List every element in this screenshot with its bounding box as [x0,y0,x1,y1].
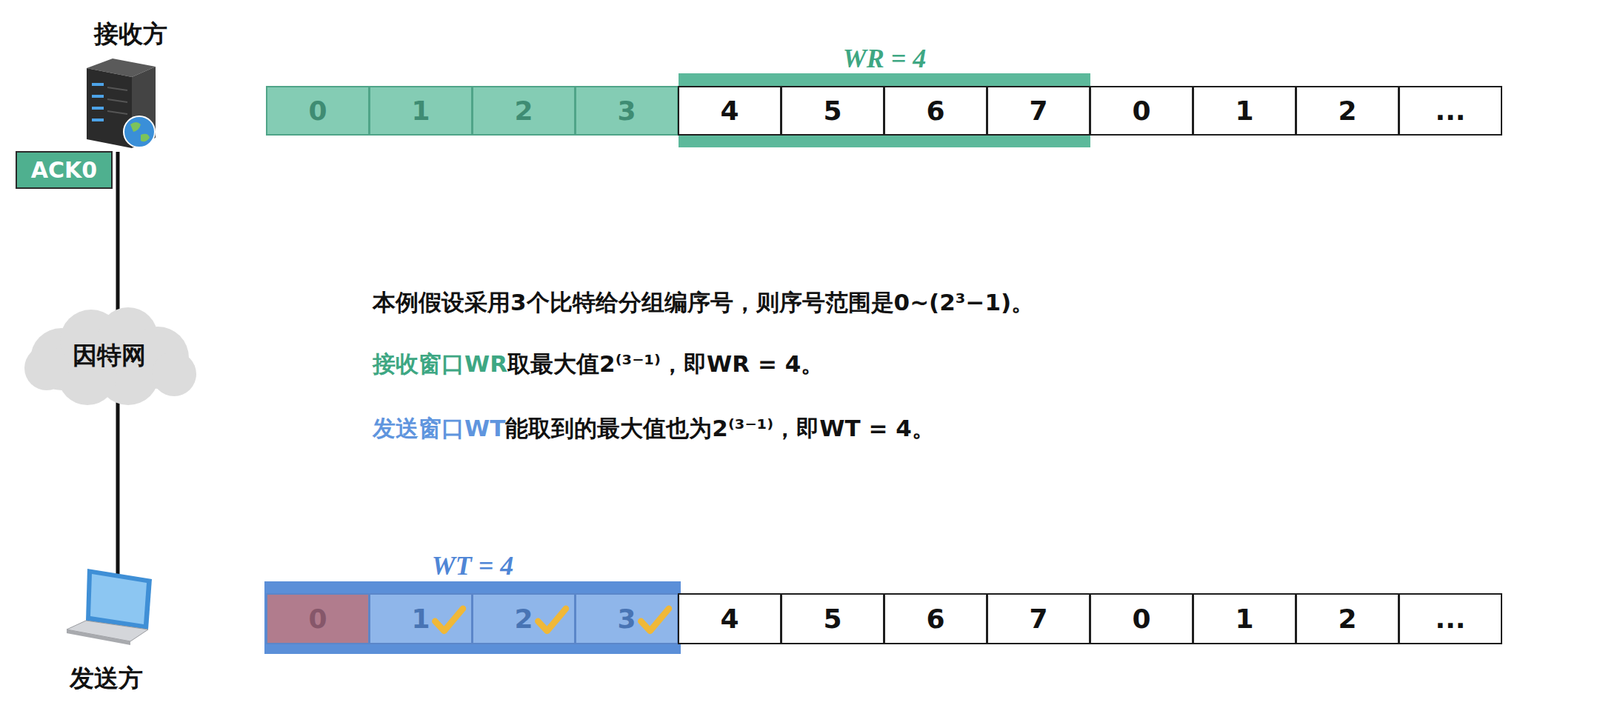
server-slot [91,118,104,122]
server-icon [86,58,156,149]
sequence-cell: ... [1398,85,1503,136]
sequence-cell: 7 [986,593,1091,645]
acked-cell: 3 [574,593,679,645]
sequence-cell: 1 [1192,85,1297,136]
received-cell: 3 [574,85,679,136]
endpoint-label: 发送方 [69,663,143,693]
server-slot [91,106,104,110]
check-stroke [434,608,463,632]
server-line [107,87,128,91]
sequence-number: 0 [308,95,327,126]
sequence-cell: 7 [986,85,1091,136]
sequence-number: 1 [1234,603,1254,635]
ack-label: ACK0 [31,157,98,183]
cloud-label: 因特网 [72,339,146,373]
sequence-number: 6 [925,603,945,635]
globe-land [130,122,150,142]
sequence-number: 4 [720,603,739,635]
sequence-cell: 6 [883,593,988,645]
sequence-cell: ... [1398,593,1503,645]
laptop-icon [66,568,152,646]
sequence-cell: 2 [1295,593,1400,645]
laptop-edge [66,629,131,646]
sequence-number: 1 [411,603,430,635]
note-text: 本例假设采用3个比特给分组编序号，则序号范围是0~(2³−1)。 [372,288,1035,316]
sequence-number: 3 [617,95,636,126]
sequence-number: 5 [822,603,842,635]
ack-box: ACK0 [15,151,113,189]
sequence-cell: 5 [780,593,885,645]
text-line: 发送窗口WT能取到的最大值也为2⁽³⁻¹⁾，即WT = 4。 [372,414,935,443]
note-text: 发送窗口WT [372,414,506,442]
acked-cell: 1 [368,593,473,645]
sequence-number: 2 [514,603,533,635]
received-cell: 2 [471,85,576,136]
window-label: WT = 4 [237,550,709,582]
server-line [107,99,128,103]
text-line: 本例假设采用3个比特给分组编序号，则序号范围是0~(2³−1)。 [372,288,1035,317]
cloud-puff [24,345,69,391]
sequence-number: 0 [1131,603,1151,635]
sequence-number: 7 [1028,603,1048,635]
server-slot [91,82,104,86]
sequence-cell: 5 [780,85,885,136]
sequence-number: 1 [411,95,430,126]
sequence-cell: 4 [677,593,782,645]
note-text: 取最大值2⁽³⁻¹⁾，即WR = 4。 [507,350,824,378]
received-cell: 1 [368,85,473,136]
window-label: WR = 4 [648,42,1120,75]
laptop-screen-frame [85,568,152,630]
note-text: 能取到的最大值也为2⁽³⁻¹⁾，即WT = 4。 [505,414,935,442]
server-slot [91,94,104,98]
acked-cell: 2 [471,593,576,645]
sequence-number: 1 [1234,95,1254,126]
received-cell: 0 [265,85,370,136]
sequence-number: 2 [1337,95,1357,126]
sequence-number: 2 [514,95,533,126]
sequence-number: 4 [720,95,739,126]
check-stroke [640,608,669,632]
sequence-number: 5 [822,95,842,126]
pending-cell: 0 [265,593,370,645]
sequence-number: 0 [1131,95,1151,126]
sequence-number: 7 [1028,95,1048,126]
globe [123,116,155,148]
text-line: 发送方 [69,663,143,694]
note-text: 接收窗口WR [372,350,508,378]
sequence-cell: 6 [883,85,988,136]
sequence-cell: 4 [677,85,782,136]
sequence-number: 6 [925,95,945,126]
sequence-number: 3 [617,603,636,635]
cloud-puff [151,351,197,397]
check-stroke [537,608,566,632]
sequence-number: ... [1434,603,1466,635]
server-line [107,111,128,115]
laptop-screen [90,574,147,625]
sequence-cell: 1 [1192,593,1297,645]
sequence-cell: 0 [1089,85,1194,136]
sequence-cell: 0 [1089,593,1194,645]
receive-window: 4567WR = 4 [678,73,1091,148]
text-line: 接收方 [94,19,168,49]
sequence-number: 2 [1337,603,1357,635]
internet-cloud: 因特网 [17,300,201,412]
endpoint-label: 接收方 [94,19,168,49]
text-line: 接收窗口WR取最大值2⁽³⁻¹⁾，即WR = 4。 [372,350,824,378]
sequence-number: 0 [308,603,327,635]
sequence-number: ... [1434,95,1466,126]
sequence-cell: 2 [1295,85,1400,136]
send-window: 0123WT = 4 [264,581,681,655]
